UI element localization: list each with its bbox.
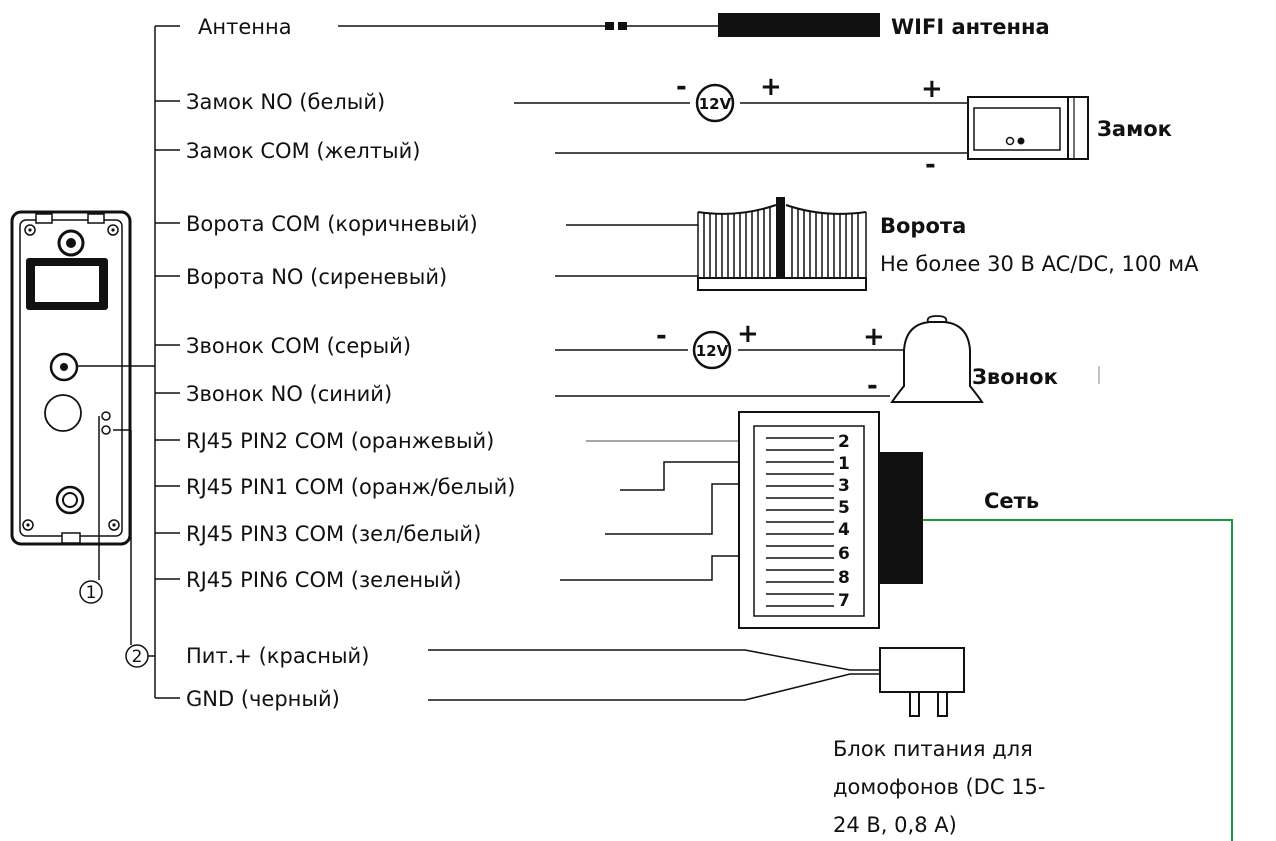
lock-circuit: - + + -	[514, 72, 968, 180]
wire-label-rj45-pin2: RJ45 PIN2 COM (оранжевый)	[186, 429, 494, 453]
label-psu-line-2: домофонов (DC 15-	[833, 775, 1046, 799]
wire-label-gate-no: Ворота NO (сиреневый)	[186, 265, 447, 289]
bell-icon	[890, 315, 984, 403]
wire-label-rj45-pin6: RJ45 PIN6 COM (зеленый)	[186, 568, 462, 592]
bell-circuit: - + + -	[555, 319, 904, 401]
label-lock: Замок	[1097, 117, 1172, 141]
wire-label-rj45-pin1: RJ45 PIN1 COM (оранж/белый)	[186, 475, 515, 499]
rj45-pin-label: 7	[838, 591, 850, 611]
intercom-panel	[10, 210, 155, 546]
wire-label-bell-com: Звонок COM (серый)	[186, 334, 411, 358]
battery-12v-icon: 12V	[692, 330, 732, 370]
label-network: Сеть	[984, 489, 1039, 513]
svg-text:1: 1	[86, 583, 97, 603]
wire-label-lock-com: Замок COM (желтый)	[186, 139, 420, 163]
rj45-pin-label: 5	[838, 498, 850, 518]
rj45-pin-label: 6	[838, 544, 850, 564]
screw-icon	[24, 224, 36, 236]
plus-sign: +	[863, 322, 885, 352]
speaker-icon	[55, 485, 85, 515]
rj45-pin-label: 2	[838, 432, 850, 452]
minus-sign: -	[676, 72, 687, 102]
card-reader-icon	[44, 394, 82, 432]
camera-icon	[57, 229, 85, 257]
wire-label-antenna: Антенна	[198, 15, 292, 39]
network-cable	[923, 519, 1233, 841]
svg-text:12V: 12V	[696, 342, 729, 360]
wire-bundle	[154, 25, 180, 699]
rj45-pin-label: 4	[838, 520, 850, 540]
gate-icon	[697, 197, 867, 291]
wifi-antenna	[338, 13, 880, 37]
rj45-connector: 2 1 3 5 4 6 8 7	[738, 411, 923, 629]
label-bell: Звонок	[972, 365, 1058, 389]
lock-icon	[967, 96, 1089, 160]
rj45-pin-label: 8	[838, 568, 850, 588]
rj45-pin-label: 3	[838, 476, 850, 496]
wire-label-gnd: GND (черный)	[186, 687, 340, 711]
wire-label-bell-no: Звонок NO (синий)	[186, 382, 392, 406]
call-button-icon	[49, 352, 79, 382]
label-wifi-antenna: WIFI антенна	[891, 15, 1050, 39]
label-gate: Ворота	[880, 214, 966, 238]
minus-sign: -	[656, 321, 667, 351]
rj45-wiring	[560, 440, 768, 581]
screw-icon	[107, 224, 119, 236]
plus-sign: +	[921, 74, 943, 104]
plus-sign: +	[760, 72, 782, 102]
label-psu-line-1: Блок питания для	[833, 737, 1033, 761]
wire-label-power-plus: Пит.+ (красный)	[186, 644, 369, 668]
power-wiring	[428, 649, 880, 701]
power-supply-icon	[879, 647, 965, 717]
wire-label-rj45-pin3: RJ45 PIN3 COM (зел/белый)	[186, 522, 481, 546]
terminal-1	[101, 411, 111, 421]
screw-icon	[22, 519, 34, 531]
svg-text:12V: 12V	[699, 95, 732, 113]
label-psu-line-3: 24 В, 0,8 А)	[833, 813, 957, 837]
minus-sign: -	[925, 150, 936, 180]
wire-label-gate-com: Ворота COM (коричневый)	[186, 212, 478, 236]
wire-label-lock-no: Замок NO (белый)	[186, 90, 385, 114]
marker-1: 1	[79, 416, 103, 604]
screw-icon	[108, 519, 120, 531]
battery-12v-icon: 12V	[695, 83, 735, 123]
plus-sign: +	[737, 319, 759, 349]
gate-circuit	[555, 224, 698, 277]
display-window	[26, 258, 108, 310]
rj45-pin-label: 1	[838, 454, 850, 474]
svg-text:2: 2	[132, 647, 143, 667]
terminal-2	[101, 425, 111, 435]
label-gate-spec: Не более 30 В AC/DC, 100 мА	[880, 252, 1199, 276]
marker-2: 2	[113, 429, 155, 668]
minus-sign: -	[867, 371, 878, 401]
